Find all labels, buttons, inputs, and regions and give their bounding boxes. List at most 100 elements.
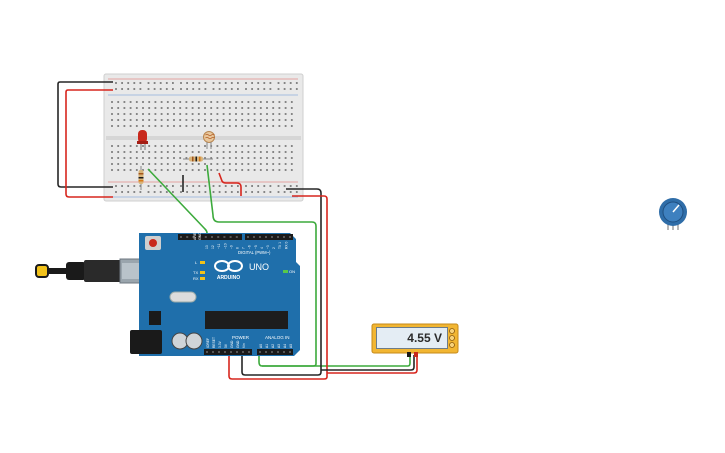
hole xyxy=(259,113,262,115)
hole xyxy=(269,88,272,90)
hole xyxy=(284,119,287,121)
hole xyxy=(154,151,157,153)
hole xyxy=(198,191,201,193)
hole xyxy=(185,151,188,153)
meter-mode-knob-3[interactable] xyxy=(449,342,455,348)
red-wire-left-loop[interactable] xyxy=(65,89,113,198)
hole xyxy=(290,145,293,147)
hole xyxy=(257,185,260,187)
hole xyxy=(278,107,281,109)
analog-label: ANALOG IN xyxy=(265,335,290,340)
hole xyxy=(154,113,157,115)
hole xyxy=(185,119,188,121)
led-l-indicator xyxy=(200,261,205,264)
hole xyxy=(154,163,157,165)
hole xyxy=(212,351,214,353)
hole xyxy=(180,185,182,187)
black-wire-meter[interactable] xyxy=(321,355,415,371)
hole xyxy=(245,191,247,193)
hole xyxy=(204,185,207,187)
pin-label: GND xyxy=(236,340,240,348)
hole xyxy=(117,101,120,103)
hole xyxy=(123,145,126,147)
hole xyxy=(216,107,219,109)
on-label: ON xyxy=(289,269,295,274)
digital-label: DIGITAL (PWM~) xyxy=(238,250,271,255)
hole xyxy=(197,107,200,109)
hole xyxy=(129,107,132,109)
hole xyxy=(266,151,268,153)
hole xyxy=(173,101,175,103)
black-wire-left-loop[interactable] xyxy=(57,81,113,188)
hole xyxy=(147,191,150,193)
hole xyxy=(277,185,280,187)
hole xyxy=(148,145,151,147)
red-wire-board[interactable] xyxy=(218,172,242,196)
hole xyxy=(123,113,126,115)
hole xyxy=(172,82,174,84)
hole xyxy=(222,145,225,147)
hole xyxy=(204,82,207,84)
hole xyxy=(295,82,298,84)
hole xyxy=(135,101,138,103)
potentiometer[interactable] xyxy=(659,198,687,230)
pin-label: 2 xyxy=(272,247,276,249)
hole xyxy=(179,113,182,115)
red-wire-5v[interactable] xyxy=(228,195,328,380)
hole xyxy=(204,88,207,90)
hole xyxy=(142,151,144,153)
hole xyxy=(266,125,268,127)
green-wire-meter[interactable] xyxy=(262,355,411,367)
hole xyxy=(290,151,293,153)
meter-mode-knob-1[interactable] xyxy=(449,328,455,334)
hole xyxy=(228,119,231,121)
hole xyxy=(204,113,206,115)
pin-label: 7 xyxy=(242,247,246,249)
meter-mode-knob-2[interactable] xyxy=(449,335,455,341)
hole xyxy=(257,88,260,90)
hole xyxy=(236,351,238,353)
hole xyxy=(253,236,255,238)
hole xyxy=(148,119,151,121)
hole xyxy=(160,125,163,127)
hole xyxy=(159,185,162,187)
hole xyxy=(204,107,206,109)
hole xyxy=(191,125,194,127)
hole xyxy=(210,151,213,153)
hole xyxy=(135,151,138,153)
power-jack[interactable] xyxy=(130,330,162,354)
green-wire-ldr[interactable] xyxy=(206,164,317,367)
hole xyxy=(235,169,237,171)
ldr-resistor[interactable] xyxy=(183,156,213,162)
hole xyxy=(192,191,195,193)
hole xyxy=(284,145,287,147)
hole xyxy=(222,125,225,127)
red-wire-meter[interactable] xyxy=(327,355,418,374)
red-led[interactable] xyxy=(137,130,148,150)
hole xyxy=(235,113,237,115)
hole xyxy=(271,351,273,353)
led-rx-label: RX xyxy=(193,276,199,281)
hole xyxy=(217,236,220,238)
hole xyxy=(222,151,225,153)
hole xyxy=(129,151,132,153)
hole xyxy=(142,169,144,171)
hole xyxy=(129,145,132,147)
hole xyxy=(266,157,268,159)
black-wire-gnd[interactable] xyxy=(241,188,322,376)
hole xyxy=(247,145,250,147)
hole xyxy=(253,145,256,147)
hole xyxy=(191,119,194,121)
hole xyxy=(185,101,188,103)
arduino-uno-board[interactable]: ARDUINO UNO DIGITAL (PWM~) AREF GND L TX… xyxy=(130,230,300,356)
hole xyxy=(129,101,132,103)
green-wire-led[interactable] xyxy=(147,168,208,237)
photoresistor[interactable] xyxy=(203,131,215,150)
hole xyxy=(123,107,126,109)
hole xyxy=(166,169,169,171)
hole xyxy=(253,101,256,103)
hole xyxy=(133,82,136,84)
hole xyxy=(173,107,175,109)
led-resistor[interactable] xyxy=(138,166,144,190)
